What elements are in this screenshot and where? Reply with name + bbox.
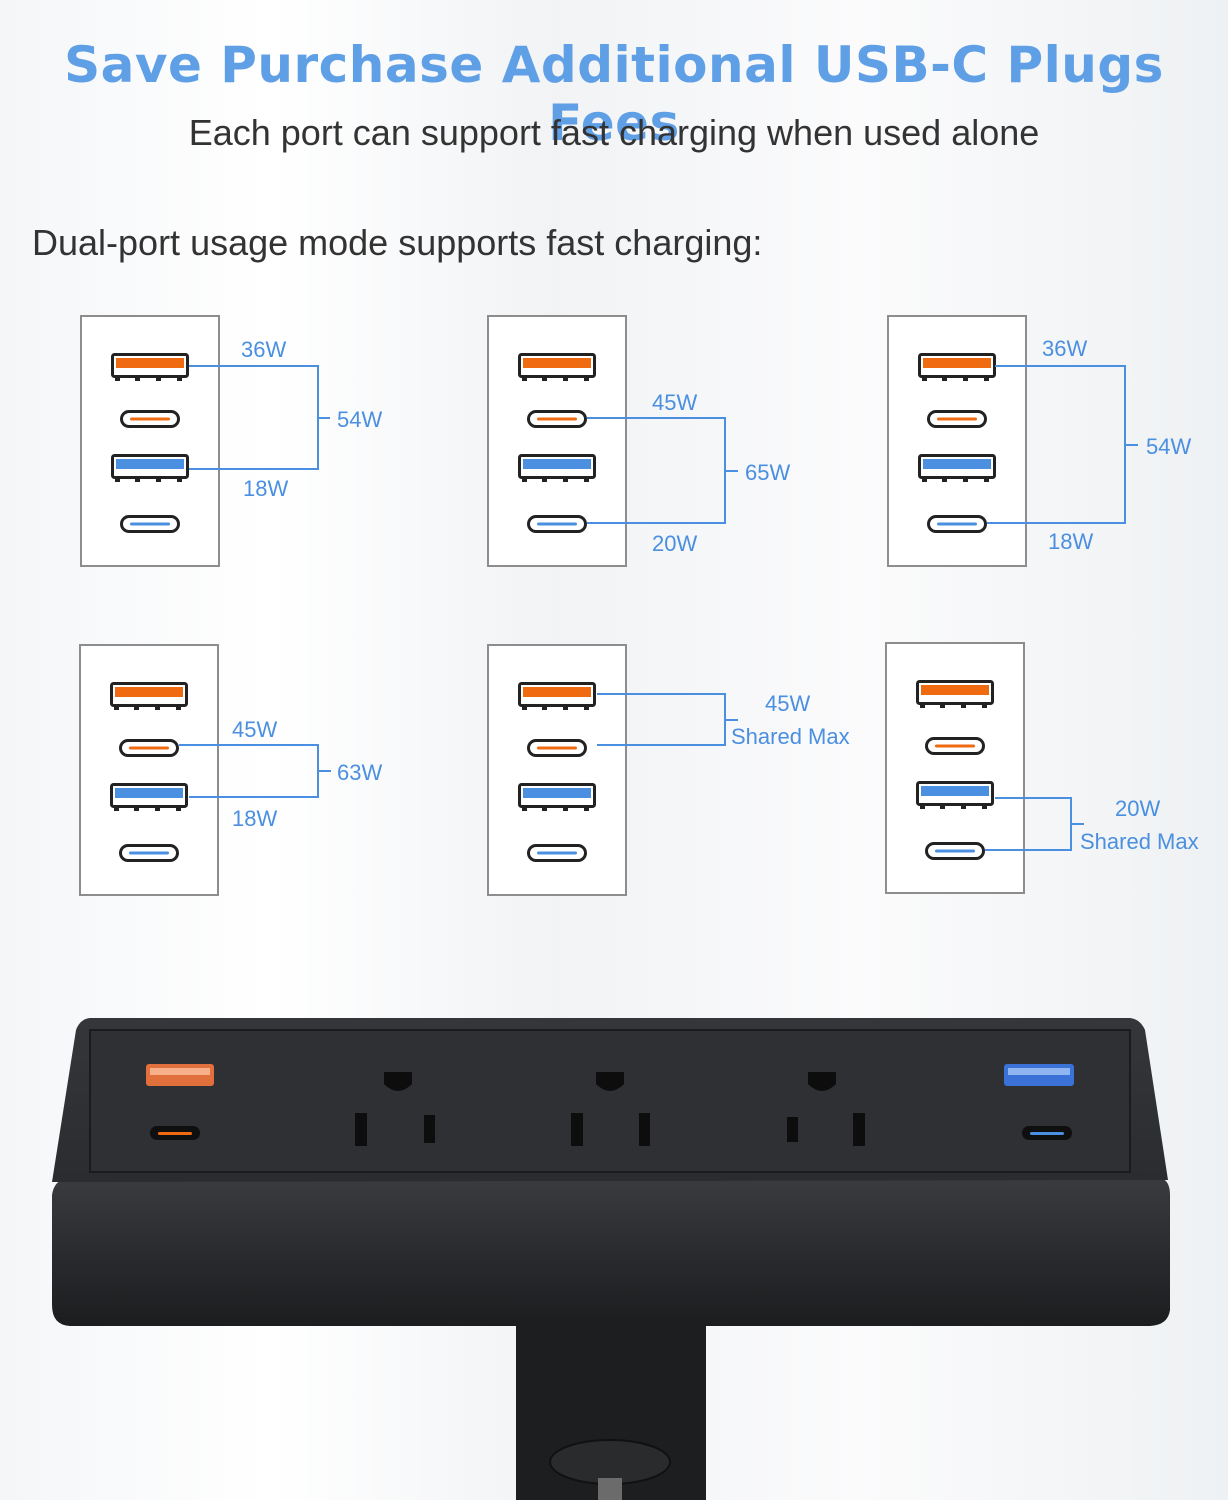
- usb-a-blue-port-icon: [916, 781, 994, 809]
- usb-a-orange-port-icon: [111, 353, 189, 381]
- clamp-knob: [549, 1439, 671, 1485]
- usb-c-blue-port-icon: [527, 844, 587, 862]
- usb-a-orange-port-icon: [110, 682, 188, 710]
- usb-c-orange-port-icon: [527, 739, 587, 757]
- port-b-wattage: 18W: [243, 476, 289, 501]
- strip-front-face: [52, 1178, 1170, 1326]
- port-b-wattage: 18W: [232, 806, 278, 831]
- port-a-wattage: 45W: [652, 390, 698, 415]
- shared-max-note: Shared Max: [1080, 829, 1199, 854]
- mode-heading: Dual-port usage mode supports fast charg…: [32, 222, 763, 263]
- usb-a-blue-port-icon: [111, 454, 189, 482]
- usb-a-blue-port-icon: [918, 454, 996, 482]
- ac-outlet-icon: [571, 1072, 650, 1146]
- usb-a-orange-port-icon: [916, 680, 994, 708]
- usb-c-blue-port-icon: [119, 844, 179, 862]
- total-wattage: 63W: [337, 760, 383, 785]
- usb-a-orange-port-icon: [518, 682, 596, 710]
- port-panel: [79, 644, 219, 896]
- usb-c-orange-port-icon: [527, 410, 587, 428]
- ac-outlet-icon: [355, 1072, 435, 1146]
- total-wattage: 54W: [1146, 434, 1192, 459]
- clamp-screw: [598, 1478, 622, 1500]
- port-panel: [487, 315, 627, 567]
- port-a-wattage: 36W: [1042, 336, 1088, 361]
- usb-c-orange-port-icon: [119, 739, 179, 757]
- total-wattage: 20W: [1115, 796, 1161, 821]
- usb-a-blue-port-icon: [518, 783, 596, 811]
- port-panel: [80, 315, 220, 567]
- port-b-wattage: 20W: [652, 531, 698, 556]
- total-wattage: 45W: [765, 691, 811, 716]
- usb-c-blue-port-icon: [120, 515, 180, 533]
- usb-c-orange-port-icon: [120, 410, 180, 428]
- port-panel: [885, 642, 1025, 894]
- total-wattage: 65W: [745, 460, 791, 485]
- usb-c-blue-port-icon: [527, 515, 587, 533]
- total-wattage: 54W: [337, 407, 383, 432]
- port-panel: [487, 644, 627, 896]
- shared-max-note: Shared Max: [731, 724, 850, 749]
- usb-c-orange-port-icon: [925, 737, 985, 755]
- port-a-wattage: 45W: [232, 717, 278, 742]
- ac-outlet-icon: [787, 1072, 865, 1146]
- page-title: Save Purchase Additional USB-C Plugs Fee…: [64, 36, 1164, 152]
- port-a-wattage: 36W: [241, 337, 287, 362]
- strip-top-panel: [89, 1029, 1131, 1173]
- page-subtitle: Each port can support fast charging when…: [188, 112, 1040, 153]
- usb-c-orange-port-icon: [927, 410, 987, 428]
- usb-a-orange-port-icon: [518, 353, 596, 381]
- usb-c-blue-port-icon: [925, 842, 985, 860]
- usb-c-blue-port-icon: [927, 515, 987, 533]
- port-b-wattage: 18W: [1048, 529, 1094, 554]
